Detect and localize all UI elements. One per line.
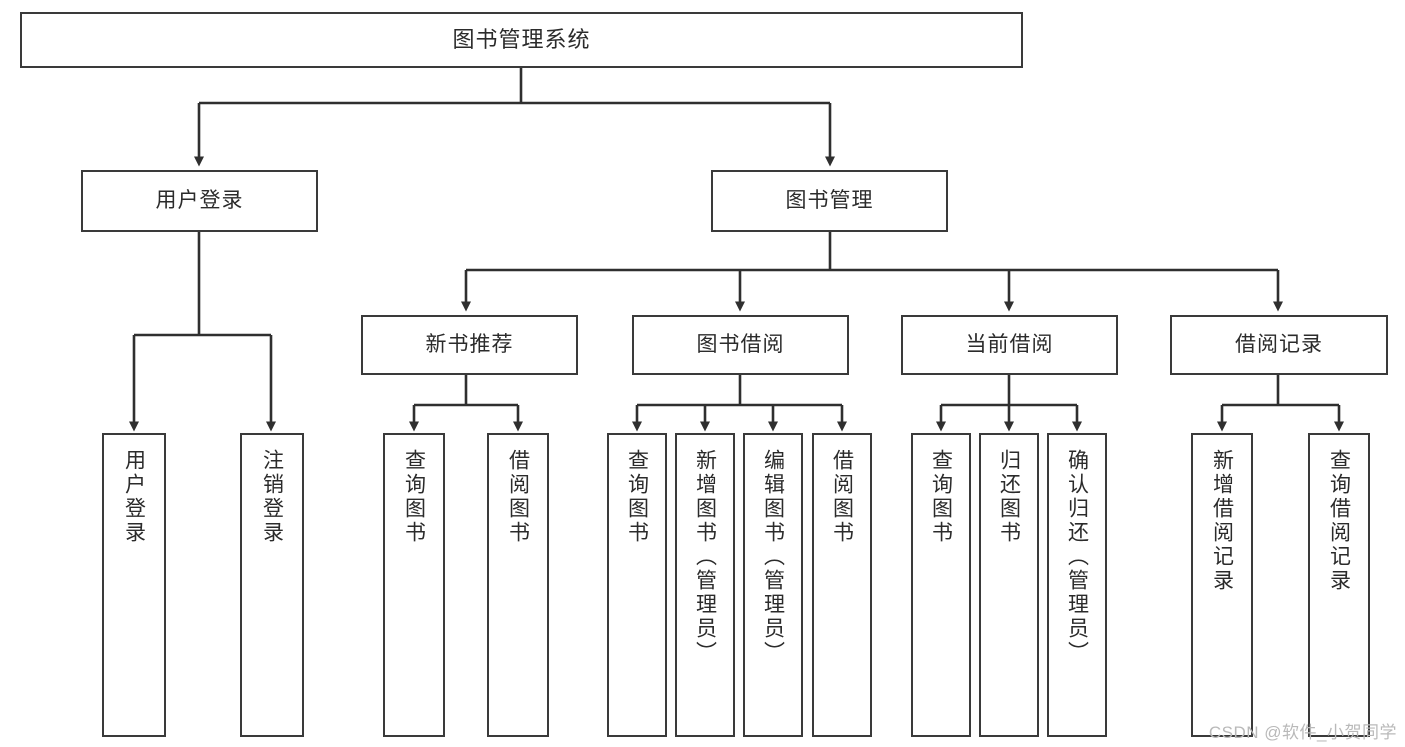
leaf-logout[interactable]: 注销登录 [240,433,304,737]
node-current-borrow[interactable]: 当前借阅 [901,315,1118,375]
node-label: 用户登录 [122,449,146,545]
leaf-borrow-book[interactable]: 借阅图书 [812,433,872,737]
leaf-user-login[interactable]: 用户登录 [102,433,166,737]
node-label: 新增图书（管理员） [693,449,717,665]
node-label: 确认归还（管理员） [1065,449,1089,665]
leaf-query-book-new[interactable]: 查询图书 [383,433,445,737]
leaf-add-book-admin[interactable]: 新增图书（管理员） [675,433,735,737]
node-label: 借阅图书 [506,449,530,545]
node-label: 当前借阅 [965,332,1054,356]
node-label: 查询借阅记录 [1327,449,1351,593]
node-borrow-record[interactable]: 借阅记录 [1170,315,1388,375]
node-label: 用户登录 [155,188,244,212]
node-book-borrow[interactable]: 图书借阅 [632,315,849,375]
leaf-query-book-borrow[interactable]: 查询图书 [607,433,667,737]
node-root-book-management-system[interactable]: 图书管理系统 [20,12,1023,68]
node-user-login[interactable]: 用户登录 [81,170,318,232]
leaf-query-borrow-record[interactable]: 查询借阅记录 [1308,433,1370,737]
node-label: 借阅图书 [830,449,854,545]
node-label: 新增借阅记录 [1210,449,1234,593]
leaf-borrow-book-new[interactable]: 借阅图书 [487,433,549,737]
node-label: 注销登录 [260,449,284,545]
leaf-confirm-return-admin[interactable]: 确认归还（管理员） [1047,433,1107,737]
watermark-text: CSDN @软件_小贺同学 [1208,723,1397,742]
node-label: 查询图书 [402,449,426,545]
node-label: 新书推荐 [425,332,514,356]
node-label: 查询图书 [929,449,953,545]
node-label: 查询图书 [625,449,649,545]
leaf-query-book-current[interactable]: 查询图书 [911,433,971,737]
leaf-return-book[interactable]: 归还图书 [979,433,1039,737]
node-label: 编辑图书（管理员） [761,449,785,665]
leaf-edit-book-admin[interactable]: 编辑图书（管理员） [743,433,803,737]
node-label: 归还图书 [997,449,1021,545]
node-label: 图书管理 [785,188,874,212]
node-book-management[interactable]: 图书管理 [711,170,948,232]
node-label: 借阅记录 [1235,332,1323,356]
leaf-add-borrow-record[interactable]: 新增借阅记录 [1191,433,1253,737]
node-new-book-recommend[interactable]: 新书推荐 [361,315,578,375]
node-label: 图书管理系统 [452,27,591,53]
node-label: 图书借阅 [696,332,785,356]
